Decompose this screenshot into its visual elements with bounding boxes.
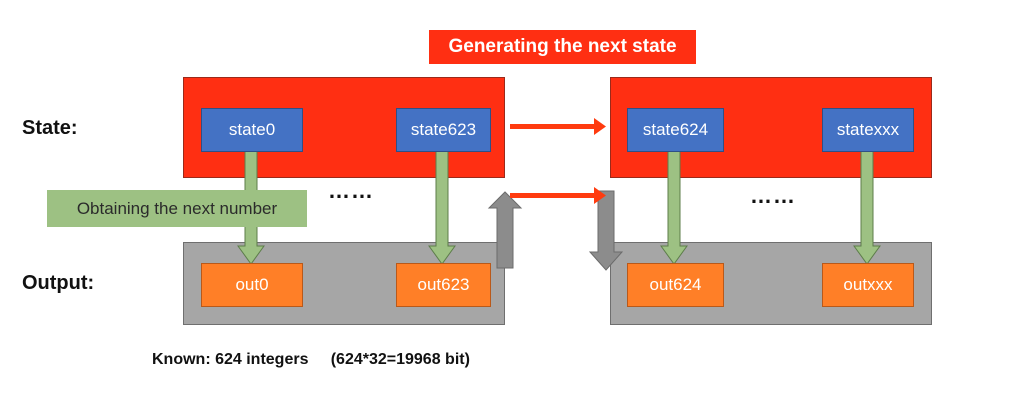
state-row-label: State: — [22, 117, 78, 139]
ellipsis-left: …… — [328, 178, 374, 203]
gray-down-arrow — [588, 190, 624, 271]
state-box-state0: state0 — [201, 108, 303, 152]
green-down-arrow — [853, 149, 881, 265]
ellipsis-right: …… — [750, 183, 796, 208]
state-box-statexxx: statexxx — [822, 108, 914, 152]
output-box-out623: out623 — [396, 263, 491, 307]
footer-note: Known: 624 integers (624*32=19968 bit) — [152, 351, 470, 369]
gray-up-arrow — [487, 191, 523, 269]
output-box-out0: out0 — [201, 263, 303, 307]
red-arrow-middle — [510, 187, 606, 204]
output-box-out624: out624 — [627, 263, 724, 307]
footer-known: Known: 624 integers — [152, 351, 309, 368]
red-arrow-top — [510, 118, 606, 135]
state-box-state623: state623 — [396, 108, 491, 152]
obtaining-next-number-label: Obtaining the next number — [47, 190, 307, 227]
output-box-outxxx: outxxx — [822, 263, 914, 307]
state-box-state624: state624 — [627, 108, 724, 152]
diagram-title: Generating the next state — [429, 30, 696, 64]
output-row-label: Output: — [22, 272, 95, 294]
green-down-arrow — [660, 149, 688, 265]
footer-formula: (624*32=19968 bit) — [330, 351, 470, 368]
green-down-arrow — [428, 149, 456, 265]
